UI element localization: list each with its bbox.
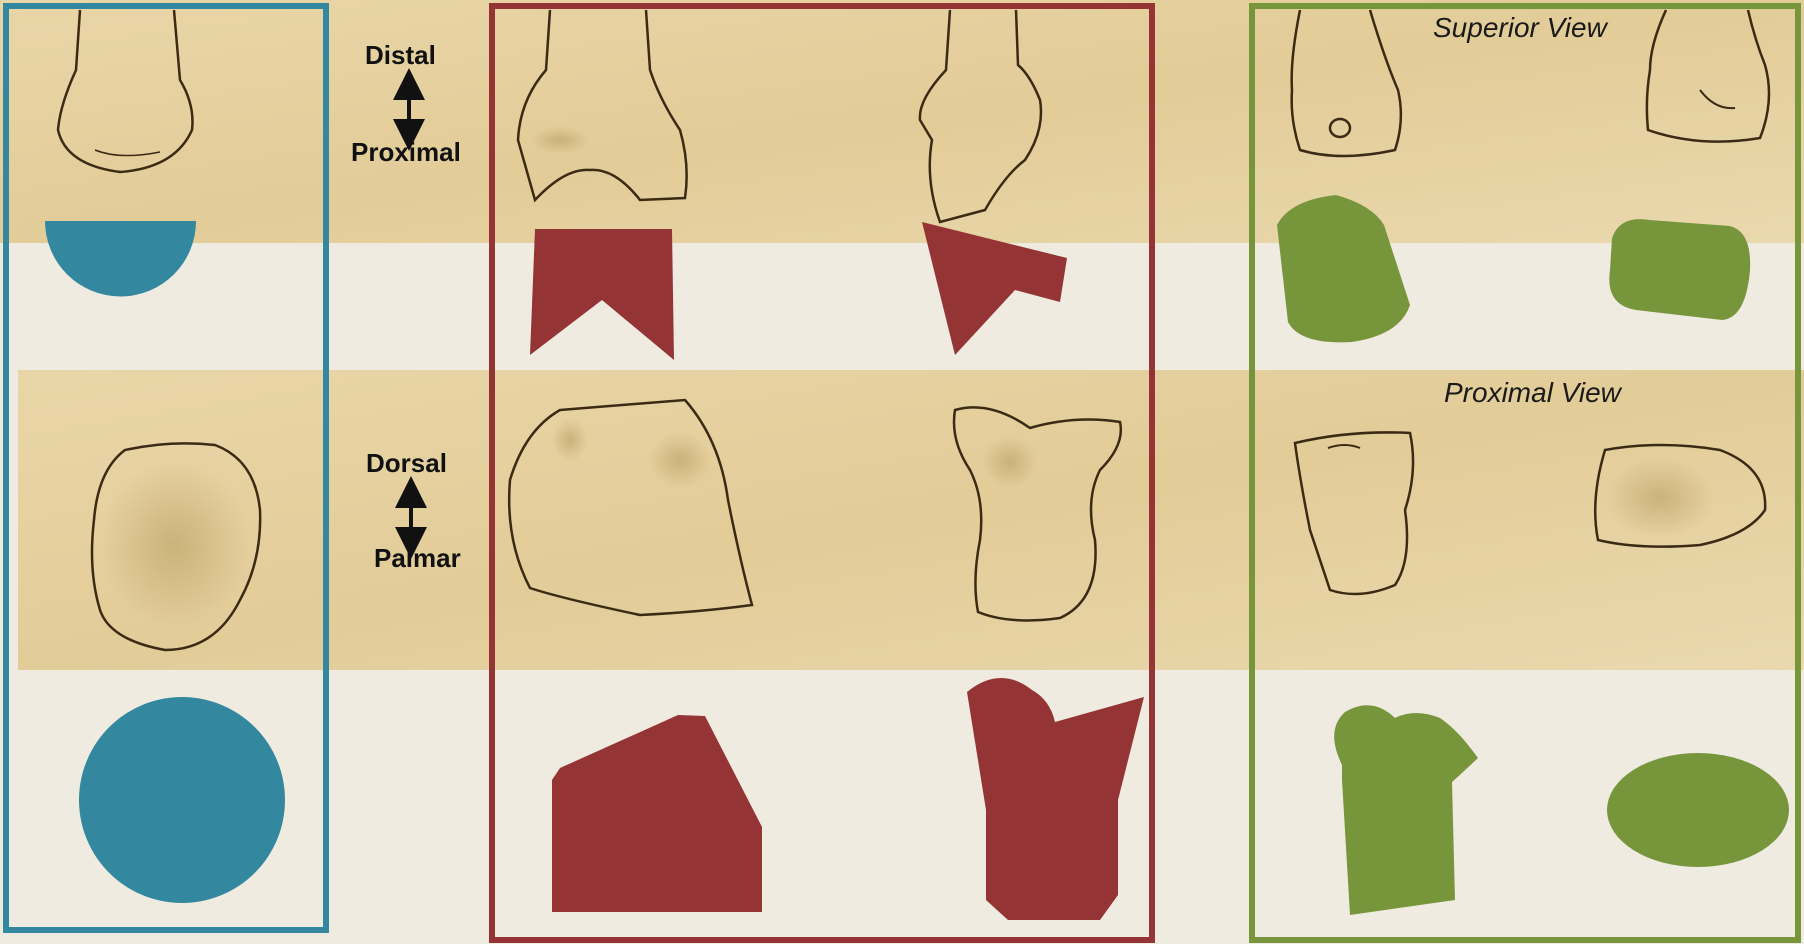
label-palmar: Palmar xyxy=(374,543,461,574)
label-proximal-view: Proximal View xyxy=(1444,377,1621,409)
blue-shape-top-half-disc xyxy=(45,221,196,297)
green-shape-top-cylinder-2 xyxy=(1609,219,1750,320)
label-superior-view: Superior View xyxy=(1433,12,1607,44)
label-distal: Distal xyxy=(365,40,436,71)
green-shape-bottom-block xyxy=(1334,705,1478,915)
red-shape-bottom-block xyxy=(967,678,1144,920)
red-shape-top-notched xyxy=(530,229,674,360)
sketch-band-middle xyxy=(18,370,1804,670)
label-dorsal: Dorsal xyxy=(366,448,447,479)
label-proximal: Proximal xyxy=(351,137,461,168)
green-shape-bottom-ellipse xyxy=(1607,753,1789,867)
red-shape-bottom-pentagon xyxy=(552,715,762,912)
blue-shape-bottom-circle xyxy=(79,697,285,903)
